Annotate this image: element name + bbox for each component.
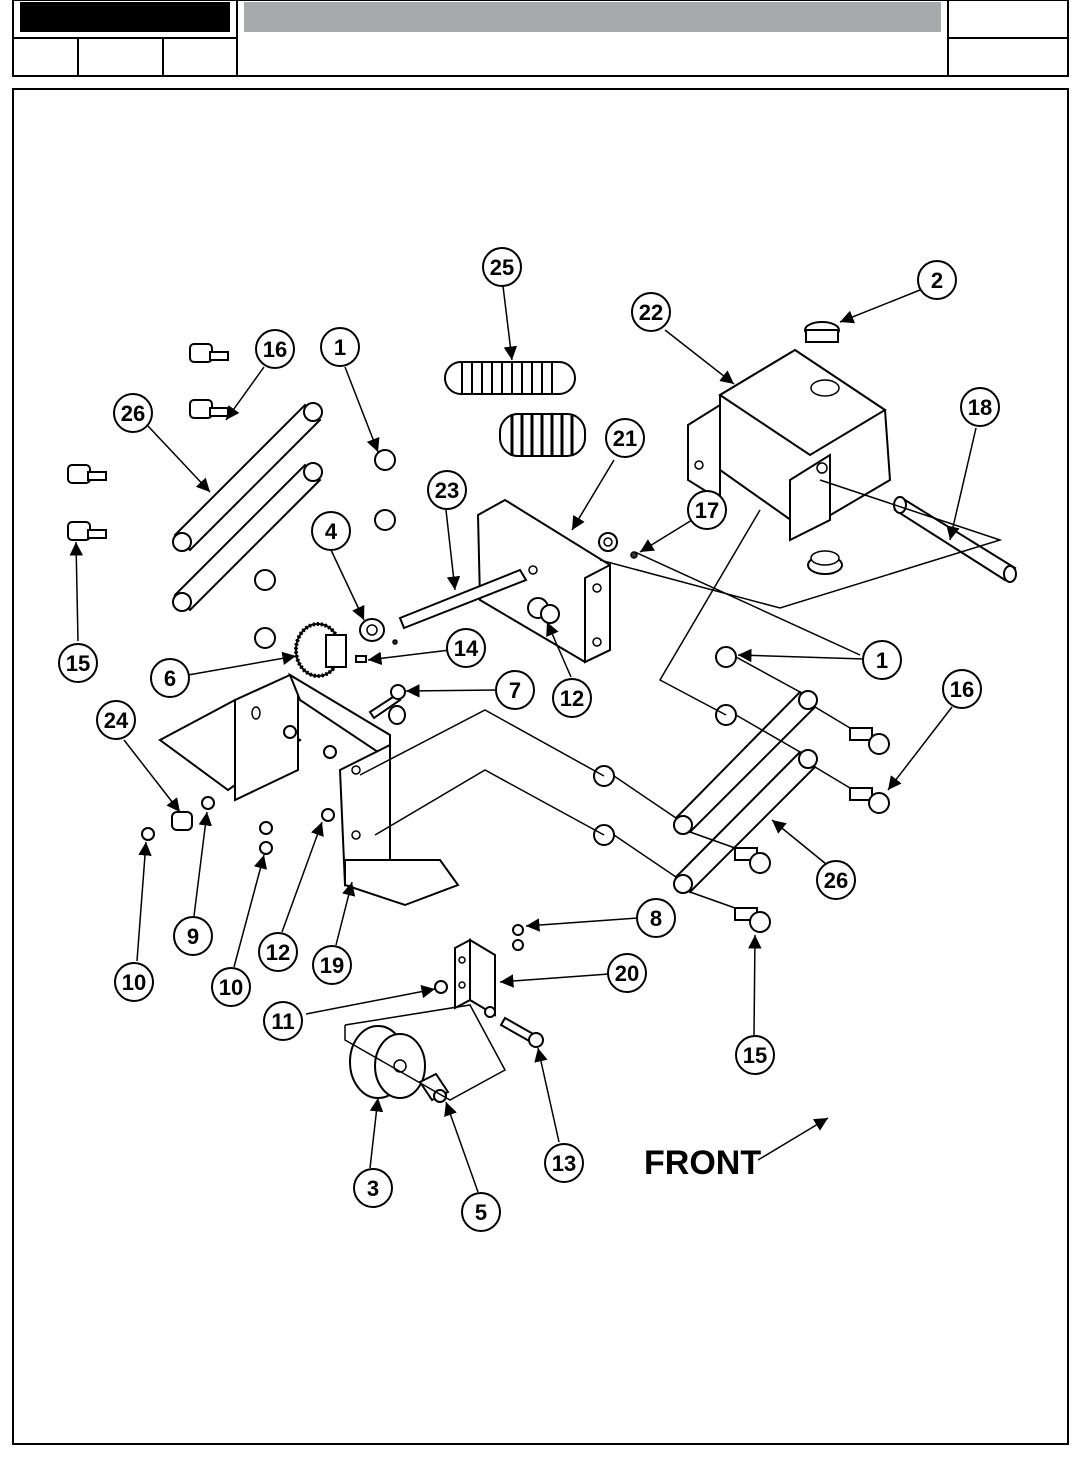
callout-label: 6 [164, 666, 176, 691]
callout-label: 5 [475, 1200, 487, 1225]
callout-label: 20 [615, 961, 639, 986]
callout-balloon-10: 10 [114, 962, 154, 1002]
callout-label: 2 [931, 268, 943, 293]
callout-balloon-16: 16 [255, 329, 295, 369]
bolt-part-13 [499, 1016, 544, 1048]
callout-label: 7 [509, 678, 521, 703]
bushings-part-1-right [593, 646, 737, 846]
bushings-part-1-left [254, 449, 396, 649]
callout-balloon-12: 12 [258, 932, 298, 972]
housing-part-22 [687, 348, 892, 542]
callout-balloon-15: 15 [58, 643, 98, 683]
callout-balloon-6: 6 [150, 658, 190, 698]
assembly-guide-lines [344, 479, 1003, 1101]
callout-balloon-25: 25 [482, 247, 522, 287]
callout-label: 4 [325, 519, 338, 544]
callout-balloon-3: 3 [353, 1168, 393, 1208]
callout-label: 25 [490, 255, 514, 280]
callout-balloon-2: 2 [917, 260, 957, 300]
shaft-part-23 [398, 565, 538, 630]
drawing-border [12, 88, 1069, 1445]
callout-balloon-5: 5 [461, 1192, 501, 1232]
callout-label: 11 [271, 1009, 294, 1034]
callout-label: 15 [743, 1043, 767, 1068]
shoulder-bolts-left [67, 343, 229, 541]
gear-part-6 [294, 622, 347, 678]
spring-part-25 [444, 361, 586, 457]
pin-part-14 [355, 655, 367, 663]
bushing-part-2 [804, 321, 843, 575]
callout-label: 21 [613, 426, 637, 451]
callout-balloon-7: 7 [495, 670, 535, 710]
screws-part-8 [512, 924, 524, 951]
callout-balloon-8: 8 [636, 898, 676, 938]
callout-balloon-23: 23 [427, 470, 467, 510]
bearing-part-4 [359, 618, 398, 645]
callout-label: 12 [560, 686, 584, 711]
callout-balloon-17: 17 [687, 490, 727, 530]
link-part-26-left [172, 402, 323, 612]
callout-balloon-24: 24 [96, 700, 136, 740]
callout-balloon-1: 1 [320, 327, 360, 367]
callout-balloon-18: 18 [960, 387, 1000, 427]
leader-lines [69, 285, 977, 1193]
callout-balloon-1: 1 [862, 640, 902, 680]
title-block-gray-bar [244, 2, 941, 32]
callout-label: 10 [219, 975, 243, 1000]
callout-label: 9 [187, 924, 199, 949]
callout-label: 24 [104, 708, 129, 733]
caster-bracket-part-20 [454, 938, 496, 1018]
callout-label: 16 [263, 337, 287, 362]
callout-balloon-12: 12 [552, 678, 592, 718]
bracket-part-21 [476, 498, 618, 664]
callout-balloon-10: 10 [211, 967, 251, 1007]
shaft-part-18 [893, 496, 1017, 583]
callout-label: 12 [266, 940, 290, 965]
callout-label: 8 [650, 906, 662, 931]
callout-balloon-22: 22 [631, 292, 671, 332]
title-block-black-bar [20, 2, 230, 32]
front-label: FRONT [644, 1144, 761, 1182]
spacer-part-24 [141, 796, 273, 855]
callout-label: 10 [122, 970, 146, 995]
callout-label: 19 [320, 953, 344, 978]
bolt-part-7 [368, 684, 406, 725]
callout-balloon-26: 26 [113, 393, 153, 433]
callout-label: 1 [876, 648, 888, 673]
callout-balloon-14: 14 [446, 628, 486, 668]
callout-balloon-13: 13 [544, 1143, 584, 1183]
callout-label: 1 [334, 335, 346, 360]
callout-balloon-9: 9 [173, 916, 213, 956]
callout-balloon-15: 15 [735, 1035, 775, 1075]
callout-balloon-21: 21 [605, 418, 645, 458]
wheel-part-3 [349, 1025, 426, 1099]
callout-label: 13 [552, 1151, 576, 1176]
callout-balloon-19: 19 [312, 945, 352, 985]
title-block [12, 0, 1069, 77]
callout-label: 14 [454, 636, 479, 661]
callout-balloon-26: 26 [816, 860, 856, 900]
callout-label: 18 [968, 395, 992, 420]
callout-balloon-4: 4 [311, 511, 351, 551]
mount-bracket-part-19 [158, 672, 460, 907]
callout-balloon-16: 16 [942, 669, 982, 709]
callout-label: 17 [695, 498, 719, 523]
shoulder-bolts-right [734, 727, 890, 933]
callout-label: 26 [824, 868, 848, 893]
callout-label: 16 [950, 677, 974, 702]
callout-balloon-11: 11 [263, 1001, 303, 1041]
callout-label: 15 [66, 651, 90, 676]
callout-balloon-20: 20 [607, 953, 647, 993]
callout-label: 3 [367, 1176, 379, 1201]
callout-label: 23 [435, 478, 459, 503]
callout-label: 22 [639, 300, 663, 325]
pin-part-17 [630, 551, 638, 559]
nut-part-11 [434, 980, 448, 994]
callout-label: 26 [121, 401, 145, 426]
